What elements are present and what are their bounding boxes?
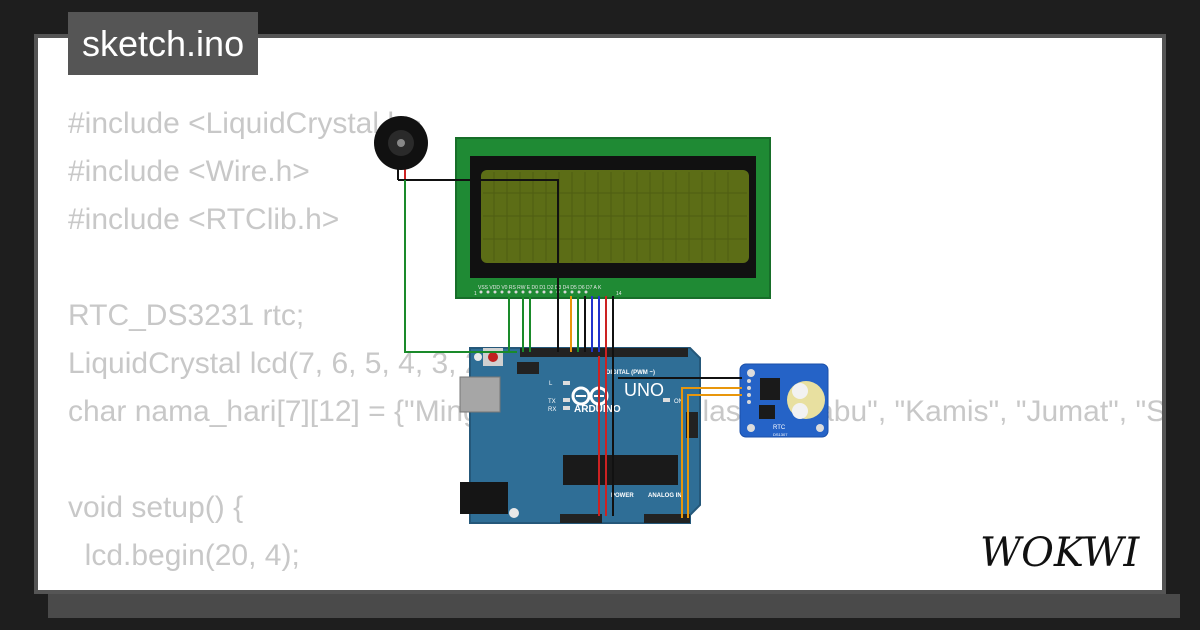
wokwi-logo-text: WOKWI <box>980 530 1140 576</box>
lcd-pin-labels: VSS VDD V0 RS RW E D0 D1 D2 D3 D4 D5 D6 … <box>478 285 602 291</box>
code-listing: #include <LiquidCrystal.h>#include <Wire… <box>68 100 1162 590</box>
card-shadow <box>48 594 1180 618</box>
tx-label: TX <box>548 399 556 405</box>
arduino-uno-board[interactable]: ARDUINO UNO DIGITAL (PWM ~) POWER ANALOG… <box>459 347 701 524</box>
code-line: void setup() { <box>68 491 244 524</box>
analog-header <box>644 514 690 523</box>
arduino-model: UNO <box>624 380 664 400</box>
wokwi-logo: WOKWI <box>980 530 1140 576</box>
usb-port <box>459 376 501 413</box>
code-line: pinMode(8, OUTPUT); <box>68 580 1162 590</box>
analog-label: ANALOG IN <box>648 493 682 499</box>
digital-header <box>520 348 688 357</box>
lcd-display[interactable]: VSS VDD V0 RS RW E D0 D1 D2 D3 D4 D5 D6 … <box>455 137 771 299</box>
digital-label: DIGITAL (PWM ~) <box>606 370 655 376</box>
rtc-chip-label: DS1307 <box>773 432 788 437</box>
lcd-pin-last: 14 <box>616 291 622 297</box>
rtc-label: RTC <box>773 425 786 431</box>
led-l-label: L <box>549 381 553 387</box>
power-header <box>560 514 602 523</box>
reset-button[interactable] <box>488 352 498 362</box>
rtc-module[interactable]: RTC DS1307 <box>739 363 829 438</box>
code-line: lcd.begin(20, 4); <box>68 539 300 572</box>
on-label: ON <box>674 399 683 405</box>
code-line: RTC_DS3231 rtc; <box>68 299 305 332</box>
code-line: #include <Wire.h> <box>68 155 310 188</box>
wires <box>398 179 742 518</box>
arduino-brand: ARDUINO <box>574 404 621 415</box>
power-jack <box>460 482 508 514</box>
lcd-pin-first: 1 <box>474 291 477 297</box>
sketch-tab[interactable]: sketch.ino <box>68 12 259 75</box>
buzzer-icon[interactable] <box>374 116 428 180</box>
atmega-chip <box>563 455 678 485</box>
power-label: POWER <box>611 493 634 499</box>
rx-label: RX <box>548 407 556 413</box>
code-line: #include <RTClib.h> <box>68 203 340 236</box>
